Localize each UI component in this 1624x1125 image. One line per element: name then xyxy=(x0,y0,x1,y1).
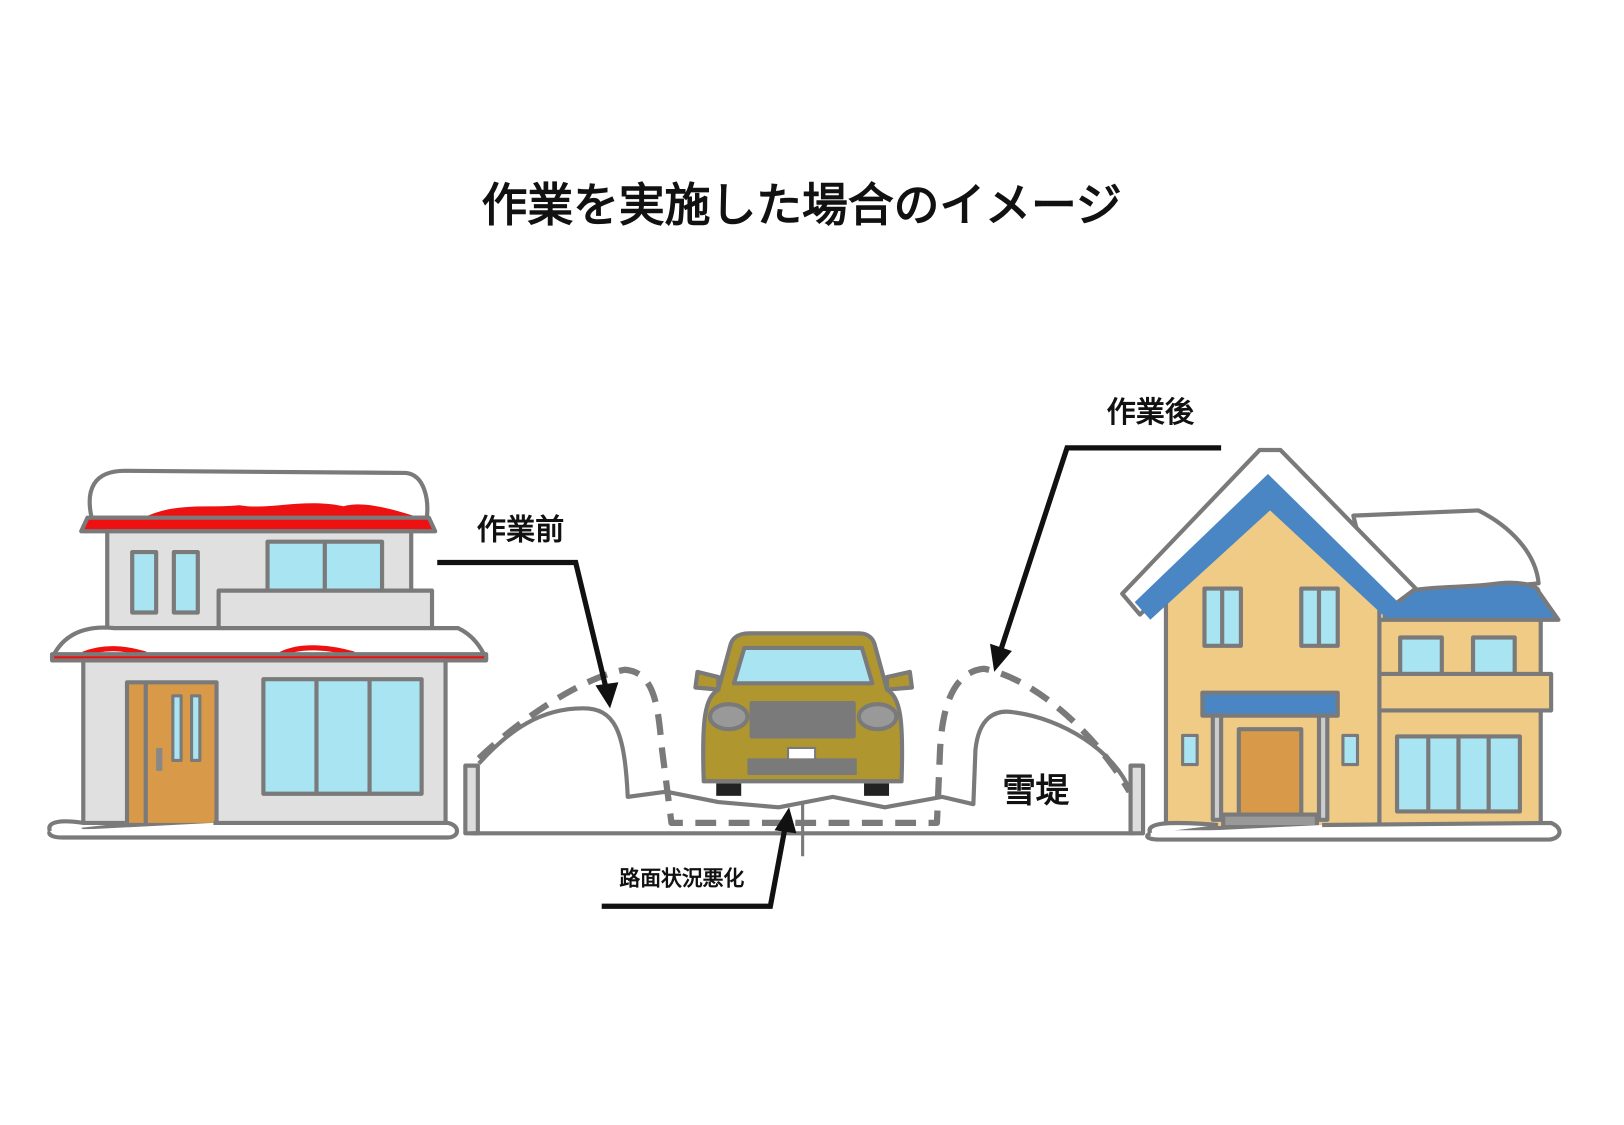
lower-roof-snow xyxy=(49,625,489,661)
label-road-condition: 路面状況悪化 xyxy=(619,866,744,890)
callout-before: 作業前 xyxy=(437,513,619,709)
window xyxy=(1341,733,1360,767)
car xyxy=(693,631,915,796)
car-headlight xyxy=(856,702,899,732)
leader-line xyxy=(998,445,1222,649)
window xyxy=(171,550,200,615)
car-grille xyxy=(749,701,856,739)
porch-pillar xyxy=(1210,713,1224,822)
diagram-title: 作業を実施した場合のイメージ xyxy=(482,178,1122,232)
front-door xyxy=(1236,727,1304,817)
window xyxy=(1181,733,1199,767)
arrowhead-icon xyxy=(990,643,1012,672)
car-windshield xyxy=(731,645,875,686)
car-wheel xyxy=(716,783,742,796)
car-wheel xyxy=(864,783,890,796)
arrowhead-icon xyxy=(595,682,619,709)
car-mirror xyxy=(693,669,915,692)
callout-after: 作業後 xyxy=(990,395,1222,672)
door-glass xyxy=(189,694,202,762)
car-lower-grille xyxy=(747,758,857,775)
left-fence-post xyxy=(463,763,480,836)
upper-roof-red-snowmelt xyxy=(145,503,417,517)
arrowhead-icon xyxy=(774,807,797,834)
door-glass xyxy=(171,694,183,762)
ground-snow xyxy=(47,819,460,840)
main-roof xyxy=(1134,473,1401,620)
right-house xyxy=(1120,447,1562,842)
callout-road-condition: 路面状況悪化 xyxy=(601,807,797,909)
snowbank-after-solid xyxy=(477,706,1133,810)
balcony xyxy=(1377,671,1554,713)
leader-line xyxy=(437,559,609,689)
snowbank-before-dashed xyxy=(476,665,1133,827)
porch-pillar xyxy=(1316,713,1330,822)
road-cross-section xyxy=(463,665,1146,857)
label-before: 作業前 xyxy=(477,513,564,547)
porch-step xyxy=(1221,812,1319,830)
leader-line xyxy=(601,827,788,909)
left-house xyxy=(47,468,489,840)
window xyxy=(1398,635,1444,677)
label-snowbank: 雪堤 xyxy=(1003,771,1070,810)
car-headlight xyxy=(707,702,750,732)
window xyxy=(1470,635,1517,677)
window xyxy=(130,550,159,615)
door-handle xyxy=(156,747,163,771)
right-fence-post xyxy=(1128,763,1146,836)
porch-canopy xyxy=(1200,690,1340,718)
window xyxy=(261,677,424,796)
label-after: 作業後 xyxy=(1107,395,1195,429)
upper-roof-snow xyxy=(87,468,430,520)
ground-snow xyxy=(1145,820,1562,842)
